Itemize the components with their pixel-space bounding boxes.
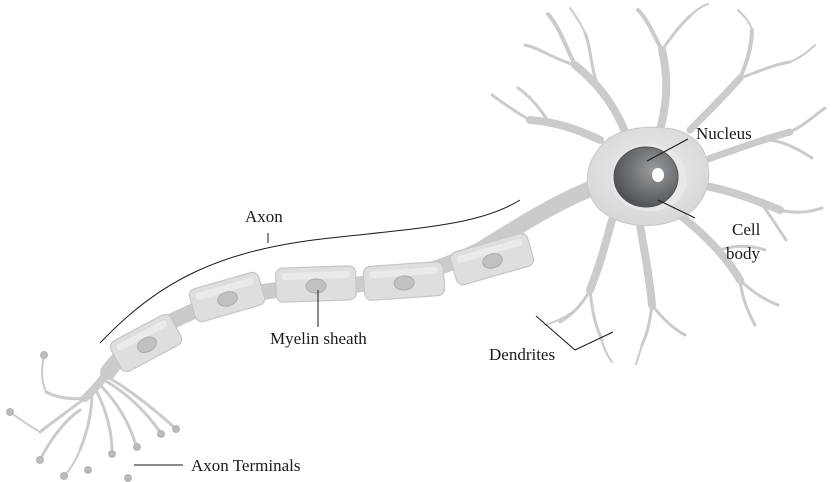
myelin-segment	[188, 271, 267, 324]
axon-terminal-knobs	[7, 352, 180, 482]
nucleus-label: Nucleus	[696, 124, 752, 143]
axon-label: Axon	[245, 207, 283, 226]
axon-terminal-branches	[10, 355, 175, 476]
myelin-segment	[275, 266, 356, 303]
axon-terminals-label: Axon Terminals	[191, 456, 300, 475]
myelin-segment	[108, 312, 184, 374]
dendrites-label: Dendrites	[489, 345, 555, 364]
nucleus	[614, 147, 678, 207]
myelin-sheath-label: Myelin sheath	[270, 329, 367, 348]
myelin-sheath-segments	[108, 232, 535, 374]
myelin-segment	[363, 261, 445, 300]
cell-body-label-line2: body	[726, 244, 761, 263]
cell-body-label-line1: Cell	[732, 220, 761, 239]
